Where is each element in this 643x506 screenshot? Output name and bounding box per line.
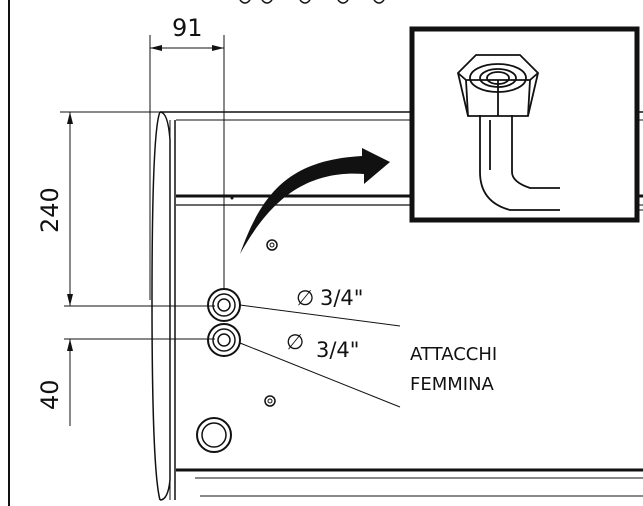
leader-lines (239, 304, 401, 408)
callout-line-1: ATTACCHI (410, 344, 497, 365)
dimension-40-label: 40 (36, 379, 64, 410)
lower-size-label: 3/4" (316, 338, 359, 362)
inset-detail-box (409, 26, 640, 223)
curved-arrow (240, 148, 390, 254)
lower-connection-fitting (207, 323, 241, 357)
dimension-40-arrow-top (67, 339, 73, 351)
lower-diameter-symbol: ∅ (286, 330, 304, 354)
fitting-detail-icon (457, 54, 560, 211)
upper-connection-fitting (207, 288, 241, 322)
connection-extension-lines (64, 305, 215, 340)
small-holes (264, 239, 278, 407)
upper-size-label: 3/4" (320, 286, 363, 310)
dimension-240-arrow-top (67, 112, 73, 124)
dimension-91-arrow-right (212, 45, 224, 51)
small-dot (230, 196, 234, 200)
dimension-91-label: 91 (172, 14, 203, 42)
bottom-fitting (196, 417, 232, 453)
callout-line-2: FEMMINA (410, 374, 495, 395)
upper-diameter-symbol: ∅ (296, 286, 314, 310)
dimension-91 (149, 35, 225, 300)
dimension-240-arrow-bottom (67, 294, 73, 306)
lower-connection-spec: ∅ 3/4" (286, 330, 359, 362)
top-cropped-shapes (239, 0, 385, 4)
upper-connection-spec: ∅ 3/4" (296, 286, 363, 310)
dimension-240-label: 240 (36, 187, 64, 233)
dimension-91-arrow-left (150, 45, 162, 51)
dimension-240 (60, 111, 160, 306)
